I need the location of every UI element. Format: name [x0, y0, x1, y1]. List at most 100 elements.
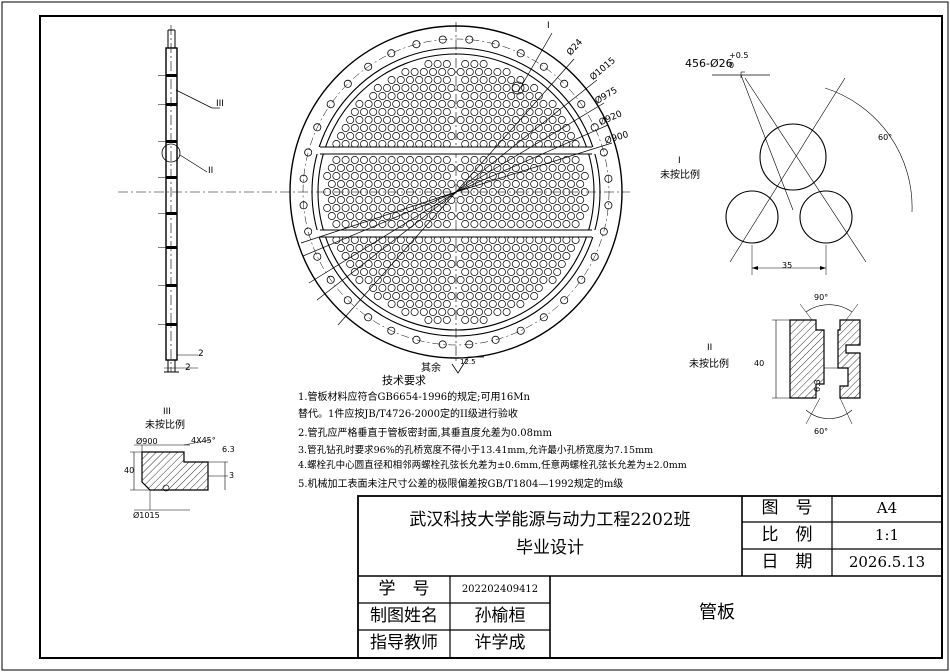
tube-hole — [511, 276, 520, 284]
tube-hole — [507, 76, 516, 84]
tube-hole — [465, 260, 474, 268]
tube-hole — [488, 172, 497, 180]
tube-hole — [488, 252, 497, 260]
tube-hole — [392, 164, 401, 172]
tube-hole — [341, 172, 350, 180]
tube-hole — [429, 68, 437, 76]
tube-hole — [498, 220, 506, 228]
bolt-hole — [387, 49, 396, 58]
tube-hole — [493, 132, 502, 140]
tube-hole — [534, 284, 543, 292]
tube-hole — [327, 212, 336, 220]
tube-hole — [544, 252, 552, 260]
tube-hole — [553, 204, 562, 212]
tube-hole — [461, 220, 470, 228]
tube-hole — [406, 172, 414, 180]
tube-hole — [433, 156, 442, 164]
tube-hole — [360, 204, 368, 212]
tube-hole — [511, 292, 520, 300]
tech-note-line-3: 2.管孔应严格垂直于管板密封面,其垂直度允差为0.08mm — [298, 428, 552, 439]
tube-hole — [392, 276, 401, 284]
tube-hole — [387, 124, 396, 132]
tube-hole — [521, 260, 529, 268]
tube-hole — [507, 284, 516, 292]
tube-hole — [419, 292, 428, 300]
tube-hole — [479, 156, 488, 164]
tube-hole — [369, 156, 378, 164]
tube-hole — [396, 156, 405, 164]
tube-hole — [373, 212, 382, 220]
tube-hole — [383, 212, 391, 220]
tube-hole — [521, 164, 529, 172]
tube-hole — [332, 172, 341, 180]
tube-hole — [447, 276, 456, 284]
tube-hole — [424, 300, 433, 308]
tube-hole — [544, 124, 552, 132]
tube-hole — [479, 284, 488, 292]
tube-hole — [516, 92, 525, 100]
tube-hole — [488, 124, 497, 132]
tube-hole — [493, 212, 502, 220]
detail-i-hole-pattern — [712, 71, 913, 275]
tube-hole — [429, 244, 437, 252]
tube-hole — [410, 276, 419, 284]
tube-hole — [465, 84, 474, 92]
tube-hole — [470, 220, 479, 228]
tube-hole — [484, 164, 493, 172]
tube-hole — [511, 244, 520, 252]
tube-hole — [387, 300, 396, 308]
tube-hole — [484, 276, 493, 284]
tube-hole — [507, 156, 516, 164]
tube-hole — [392, 180, 401, 188]
tube-hole — [406, 220, 414, 228]
tube-hole — [442, 92, 451, 100]
detail-iii-side-dim: 6.3 — [222, 445, 235, 454]
tube-hole — [433, 252, 442, 260]
tube-hole — [470, 108, 479, 116]
tube-hole — [401, 308, 410, 316]
tube-hole — [557, 260, 566, 268]
tube-hole — [553, 252, 562, 260]
tube-hole — [350, 124, 359, 132]
tube-hole — [461, 284, 470, 292]
tube-hole — [415, 156, 424, 164]
tech-notes-title: 技术要求 — [382, 374, 426, 387]
tech-note-line-1: 1.管板材料应符合GB6654-1996的规定;可用16Mn — [298, 392, 530, 403]
tube-hole — [484, 244, 493, 252]
tube-hole — [401, 276, 410, 284]
tube-hole — [332, 204, 341, 212]
tube-hole — [327, 180, 336, 188]
tube-hole — [396, 108, 405, 116]
tube-hole — [429, 212, 437, 220]
tube-hole — [327, 164, 336, 172]
tube-hole — [415, 172, 424, 180]
tube-hole — [475, 308, 483, 316]
tube-hole — [410, 212, 419, 220]
tube-hole — [392, 116, 401, 124]
tube-hole — [539, 196, 548, 204]
tube-hole — [383, 180, 391, 188]
tube-hole — [396, 92, 405, 100]
tube-hole — [447, 260, 456, 268]
bolt-hole — [313, 123, 322, 132]
tube-hole — [438, 292, 447, 300]
tube-hole — [337, 164, 345, 172]
side-view-groove — [166, 284, 177, 287]
tube-hole — [346, 164, 355, 172]
tube-hole — [378, 92, 387, 100]
tube-hole — [378, 204, 387, 212]
tube-hole — [369, 284, 378, 292]
tube-hole — [410, 292, 419, 300]
tube-hole — [392, 212, 401, 220]
bolt-hole — [539, 62, 548, 71]
tube-hole — [383, 292, 391, 300]
tube-hole — [516, 204, 525, 212]
drawing-no-value: A4 — [876, 499, 898, 517]
tube-hole — [571, 220, 580, 228]
tube-hole — [387, 188, 396, 196]
tube-hole — [498, 124, 506, 132]
tube-hole — [424, 124, 433, 132]
tube-hole — [401, 116, 410, 124]
tube-hole — [502, 196, 511, 204]
